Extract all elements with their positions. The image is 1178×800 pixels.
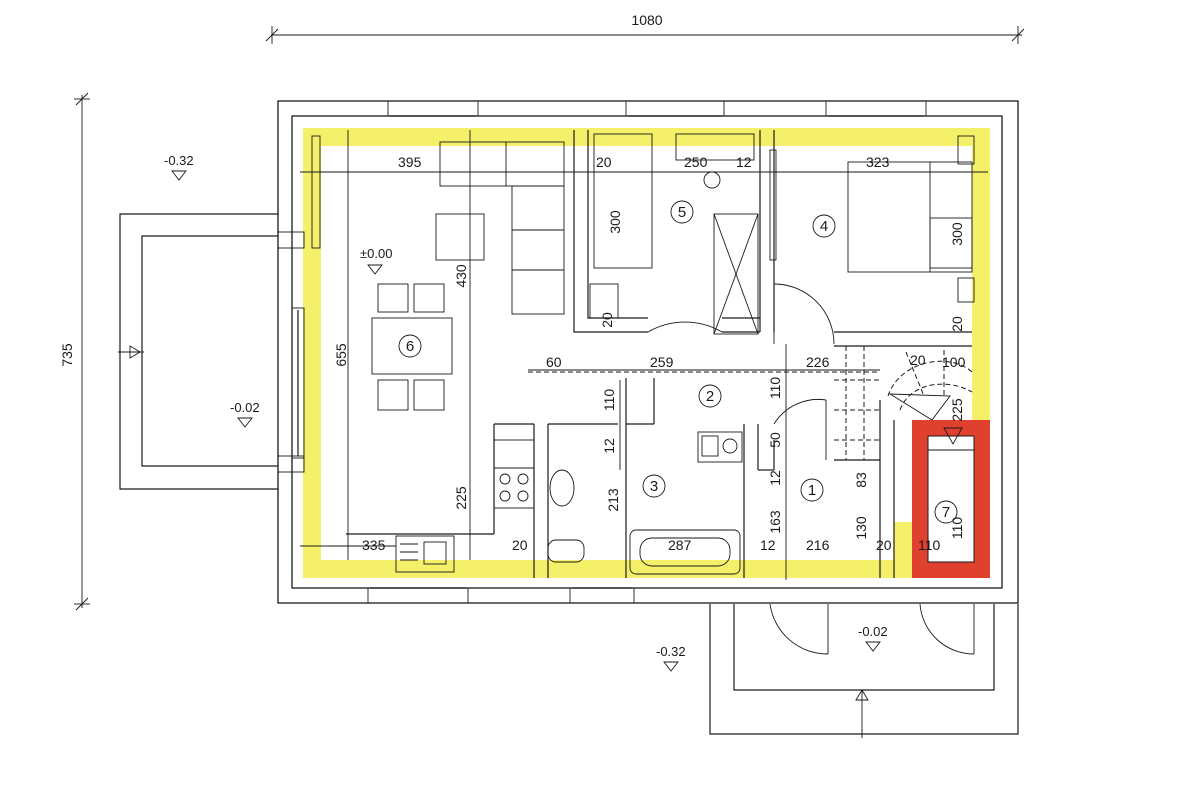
interior-dimension-lines [300, 130, 988, 580]
dim-kitchen-335: 335 [362, 537, 386, 553]
dim-room5-12: 12 [736, 154, 752, 170]
dim-stair-20: 20 [910, 352, 926, 368]
dim-living-width: 395 [398, 154, 422, 170]
room-5-number: 5 [678, 204, 686, 221]
dim-room5-250: 250 [684, 154, 708, 170]
dim-stair-100: 100 [942, 354, 966, 370]
room-7-number: 7 [942, 504, 950, 521]
dim-room4-300: 300 [949, 222, 965, 246]
room5-fixtures [589, 133, 777, 335]
dim-vest-12: 12 [767, 470, 783, 486]
dim-vest-216: 216 [806, 537, 830, 553]
level-front-entry: -0.02 [858, 624, 888, 639]
dim-bath-12: 12 [601, 438, 617, 454]
room-1-number: 1 [808, 482, 816, 499]
dim-hall-226: 226 [806, 354, 830, 370]
overall-width-label: 1080 [631, 12, 662, 28]
level-interior: ±0.00 [360, 246, 392, 261]
room4-fixtures [847, 135, 975, 303]
dim-vest-50: 50 [767, 432, 783, 448]
level-front-left: -0.32 [656, 644, 686, 659]
dim-boiler-110a: 110 [918, 537, 941, 553]
dim-vest-163: 163 [767, 510, 783, 534]
dim-hall-259: 259 [650, 354, 674, 370]
room-numbers: 1 2 3 4 5 6 7 [398, 200, 958, 524]
dim-room4-20: 20 [949, 316, 965, 332]
bathroom-fixtures [547, 431, 743, 575]
overall-depth-dimension: 735 [59, 92, 90, 611]
dim-stair-225: 225 [949, 398, 965, 422]
room-6-number: 6 [406, 338, 414, 355]
dim-hall-110: 110 [767, 377, 783, 400]
room-3-number: 3 [650, 478, 658, 495]
dim-vest-83: 83 [853, 472, 869, 488]
chimney-shaft [912, 420, 990, 578]
dim-room5-20: 20 [596, 154, 612, 170]
dim-living-depth: 655 [333, 343, 349, 367]
dim-hall-60: 60 [546, 354, 562, 370]
living-furniture [311, 135, 565, 411]
dim-room4-323: 323 [866, 154, 890, 170]
dim-vest-20: 20 [876, 537, 892, 553]
room-2-number: 2 [706, 388, 714, 405]
kitchen-fixtures [395, 439, 535, 573]
dim-room5-300: 300 [607, 210, 623, 234]
staircase [834, 346, 973, 460]
overall-width-dimension: 1080 [265, 12, 1025, 44]
dim-bath-110: 110 [601, 389, 617, 412]
level-markers: -0.32 -0.02 ±0.00 -0.32 -0.02 [164, 153, 888, 672]
room-4-number: 4 [820, 218, 828, 235]
left-terrace [118, 213, 278, 490]
dim-living-225: 225 [453, 486, 469, 510]
doors [277, 231, 975, 655]
dim-bath-213: 213 [605, 488, 621, 512]
dim-bath-20: 20 [512, 537, 528, 553]
dim-room5-20b: 20 [599, 312, 615, 328]
windows [291, 100, 927, 604]
dim-bath-12b: 12 [760, 537, 776, 553]
level-terrace-left: -0.02 [230, 400, 260, 415]
dim-boiler-110b: 110 [949, 517, 965, 540]
front-terrace [709, 604, 1019, 738]
dim-bath-287: 287 [668, 537, 692, 553]
dim-vest-130: 130 [853, 516, 869, 540]
level-terrace-left-top: -0.32 [164, 153, 194, 168]
overall-depth-label: 735 [59, 343, 75, 367]
dim-living-430: 430 [453, 264, 469, 288]
dimension-labels: 395 655 430 225 335 20 250 12 300 20 323… [333, 154, 966, 553]
